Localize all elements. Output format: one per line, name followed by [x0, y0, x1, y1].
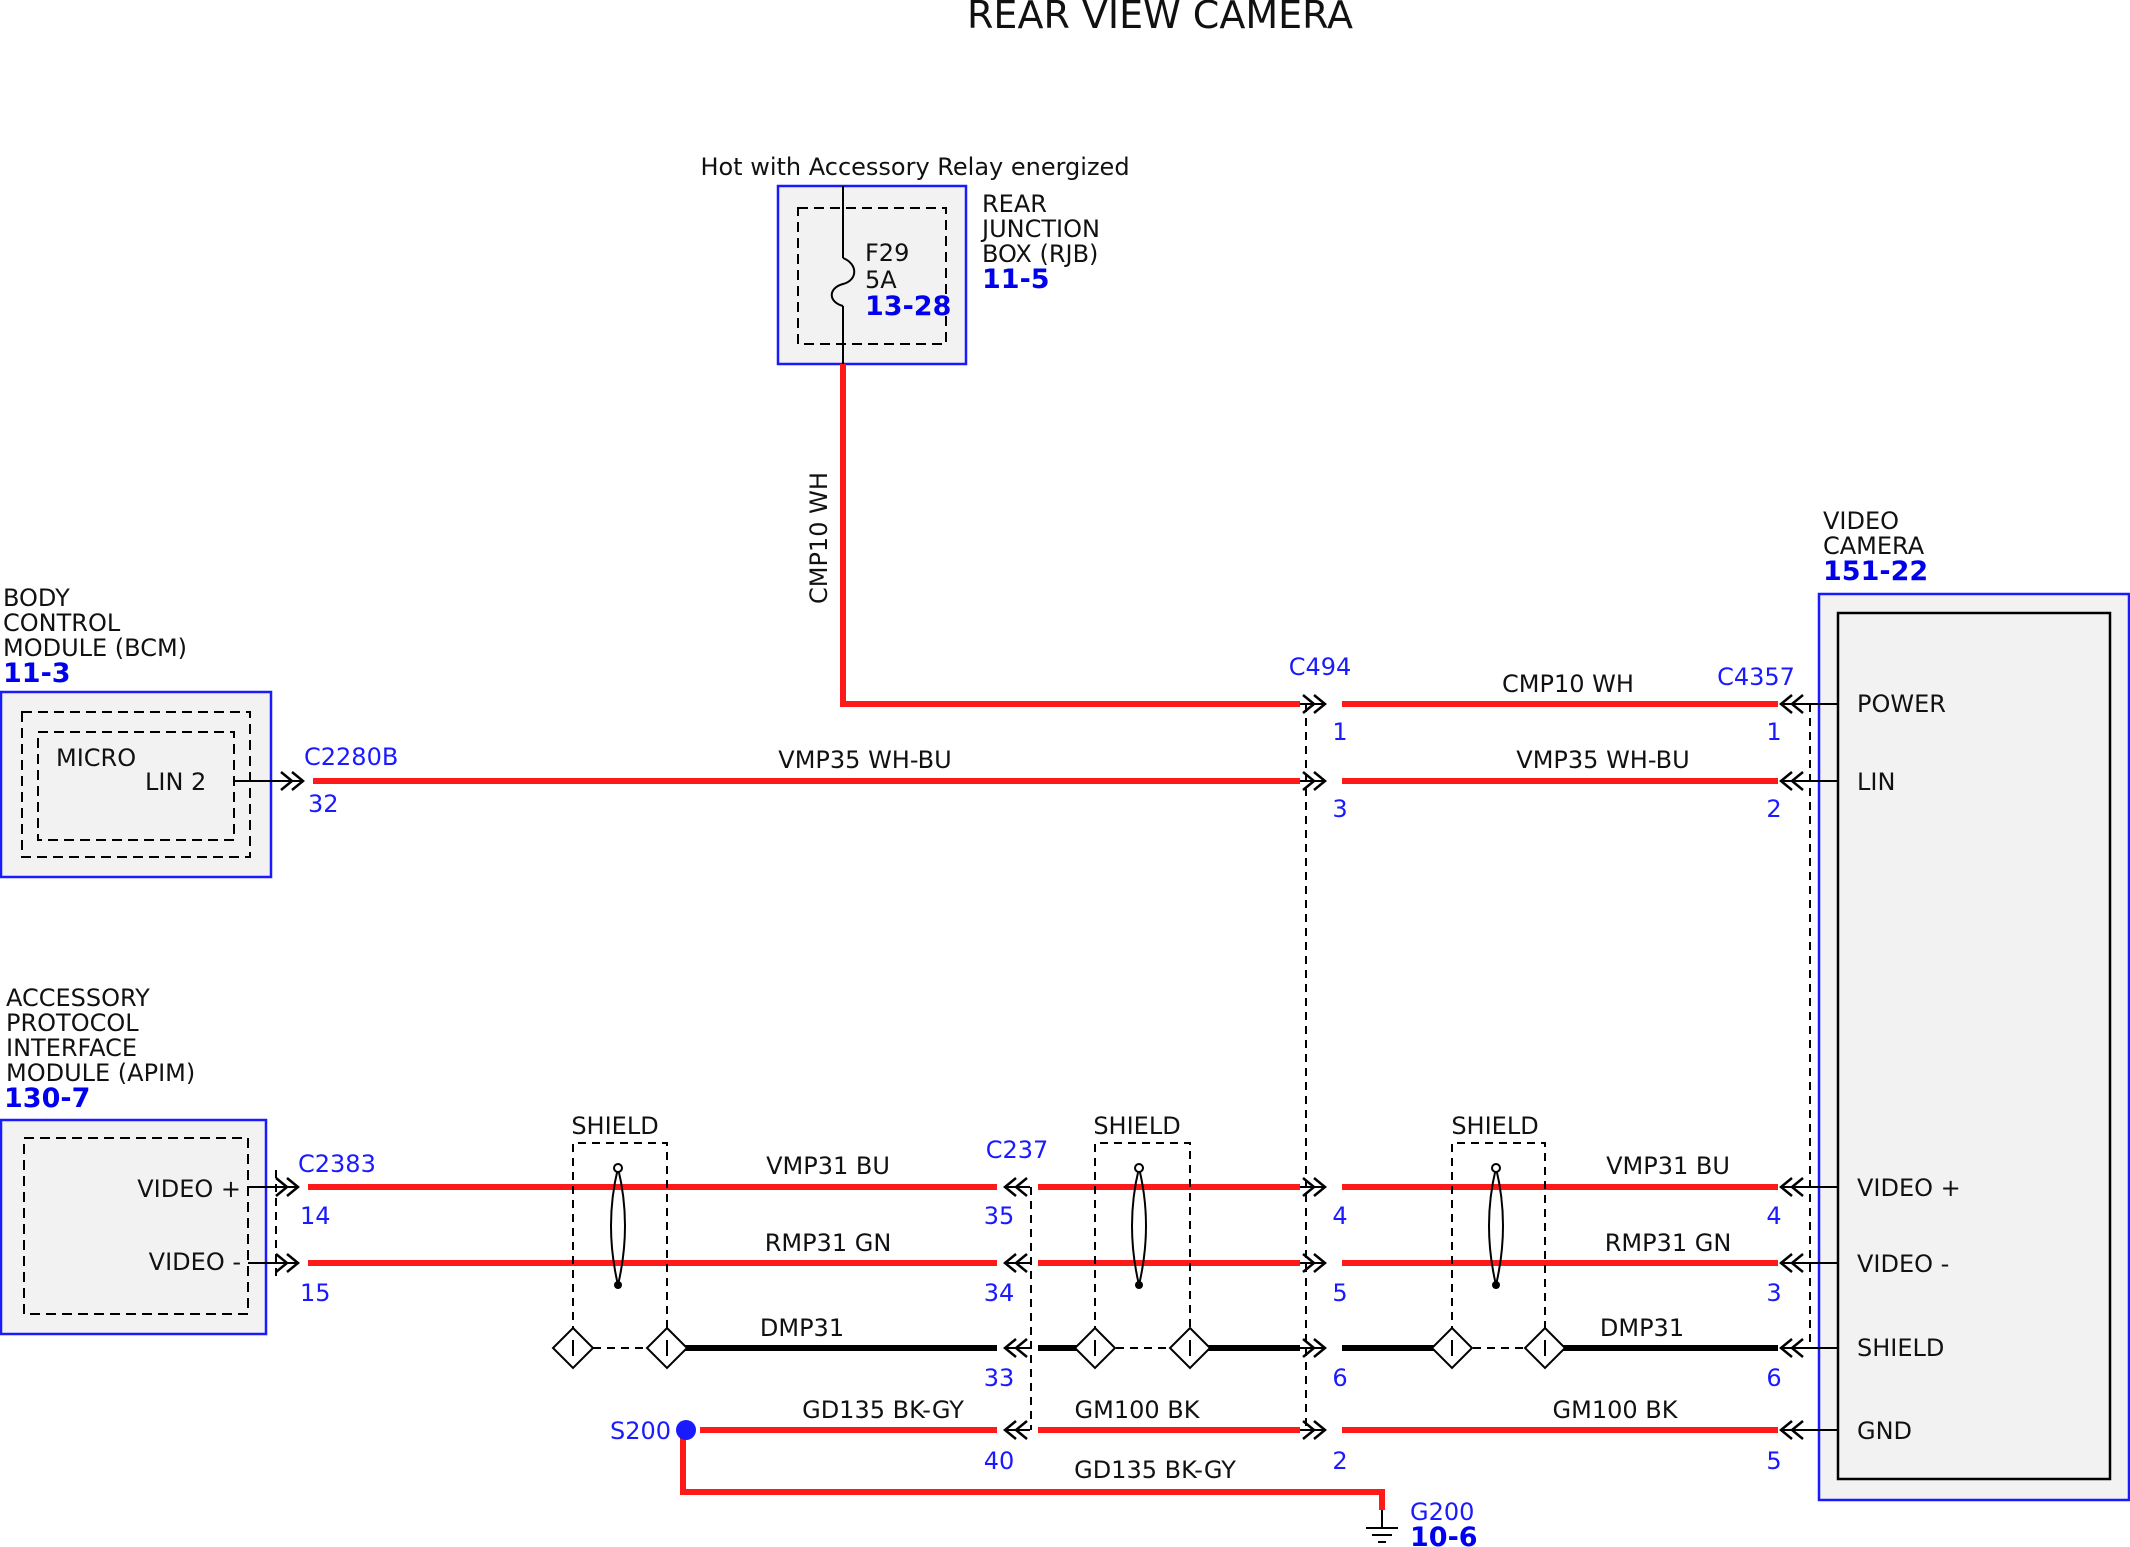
rjb-name-line-2: JUNCTION [980, 215, 1100, 243]
apim-outline [0, 1118, 268, 1336]
camera-pin-label-video-plus: VIDEO + [1857, 1174, 1961, 1202]
connector-glyphs [271, 693, 1808, 1441]
shield-middle-label: SHIELD [1093, 1112, 1180, 1140]
bcm-outer-dashed [21, 711, 251, 858]
wire-label-rmp31-right: RMP31 GN [1605, 1229, 1732, 1257]
camera-pin-number-lin: 2 [1766, 795, 1781, 823]
splice-label: S200 [610, 1417, 671, 1445]
c494-pin-4: 4 [1332, 1202, 1347, 1230]
ground-ref: 10-6 [1410, 1522, 1478, 1547]
bcm-pin-number: 32 [308, 790, 339, 818]
camera-ref: 151-22 [1823, 556, 1928, 587]
rjb-outline [776, 184, 968, 366]
rjb-caption: Hot with Accessory Relay energized [700, 153, 1129, 181]
c494-pin-3: 3 [1332, 795, 1347, 823]
rear-junction-box: Hot with Accessory Relay energized F29 5… [700, 153, 1130, 366]
c237-pin-34: 34 [984, 1279, 1015, 1307]
wire-label-dmp31-left: DMP31 [760, 1314, 844, 1342]
bcm-micro-label: MICRO [56, 744, 136, 772]
c237-connector-name: C237 [986, 1136, 1049, 1164]
wire-gd135-bottom [680, 1430, 1385, 1510]
wire-label-gm100-mid: GM100 BK [1075, 1396, 1201, 1424]
c494-pin-5: 5 [1332, 1279, 1347, 1307]
c237-pin-40: 40 [984, 1447, 1015, 1475]
wire-label-cmp10-vertical: CMP10 WH [805, 472, 833, 604]
video-camera-module: VIDEO CAMERA 151-22 POWER LIN VIDEO + VI… [1800, 507, 2130, 1502]
apim-name-line-4: MODULE (APIM) [6, 1059, 195, 1087]
splice-s200: S200 [610, 1417, 696, 1445]
c494-pin-1: 1 [1332, 718, 1347, 746]
camera-pin-number-video-plus: 4 [1766, 1202, 1781, 1230]
camera-name-line-1: VIDEO [1823, 507, 1899, 535]
c237-pin-33: 33 [984, 1364, 1015, 1392]
wire-label-vmp35-left: VMP35 WH-BU [778, 746, 951, 774]
apim-name-line-2: PROTOCOL [6, 1009, 139, 1037]
wire-label-vmp35-right: VMP35 WH-BU [1516, 746, 1689, 774]
apim-connector-name: C2383 [298, 1150, 376, 1178]
fuse-symbol [830, 257, 856, 307]
camera-connector-name: C4357 [1717, 663, 1795, 691]
camera-pin-label-gnd: GND [1857, 1417, 1912, 1445]
apim-pin-number-video-minus: 15 [300, 1279, 331, 1307]
camera-pin-label-power: POWER [1857, 690, 1946, 718]
wire-label-dmp31-right: DMP31 [1600, 1314, 1684, 1342]
camera-pin-number-gnd: 5 [1766, 1447, 1781, 1475]
wire-label-rmp31-left: RMP31 GN [765, 1229, 892, 1257]
c494-pin-2: 2 [1332, 1447, 1347, 1475]
bcm-ref: 11-3 [3, 658, 71, 689]
rjb-ref: 11-5 [982, 264, 1050, 295]
wire-label-vmp31-left: VMP31 BU [766, 1152, 890, 1180]
fuse-rating: 5A [865, 266, 897, 294]
bcm-name-line-1: BODY [3, 584, 70, 612]
apim-pin-number-video-plus: 14 [300, 1202, 331, 1230]
camera-pin-number-video-minus: 3 [1766, 1279, 1781, 1307]
bcm-pin-label: LIN 2 [145, 768, 206, 796]
shield-left: SHIELD [552, 1112, 688, 1369]
camera-pin-label-lin: LIN [1857, 768, 1895, 796]
camera-pin-number-shield: 6 [1766, 1364, 1781, 1392]
bcm-outline [0, 690, 273, 879]
bcm-connector-name: C2280B [304, 743, 398, 771]
camera-inner-outline [1836, 611, 2112, 1481]
fuse-ref: 13-28 [865, 291, 951, 322]
rjb-name-line-1: REAR [982, 190, 1047, 218]
bcm-micro-box [37, 731, 235, 841]
c237-pin-35: 35 [984, 1202, 1015, 1230]
camera-pin-number-power: 1 [1766, 718, 1781, 746]
c494-connector-name: C494 [1289, 653, 1352, 681]
wire-cmp10-left [840, 364, 1300, 707]
apim-module: ACCESSORY PROTOCOL INTERFACE MODULE (API… [0, 984, 285, 1336]
bcm-name-line-2: CONTROL [3, 609, 121, 637]
shield-left-label: SHIELD [571, 1112, 658, 1140]
wire-label-vmp31-right: VMP31 BU [1606, 1152, 1730, 1180]
shield-middle: SHIELD [1074, 1112, 1211, 1369]
shield-right-label: SHIELD [1451, 1112, 1538, 1140]
shield-right: SHIELD [1431, 1112, 1566, 1369]
splice-dot [676, 1420, 696, 1440]
wire-label-gd135-bottom: GD135 BK-GY [1074, 1456, 1236, 1484]
camera-pin-label-shield: SHIELD [1857, 1334, 1944, 1362]
apim-inner-outline [23, 1137, 249, 1315]
wire-label-gm100-right: GM100 BK [1553, 1396, 1679, 1424]
ground-g200: G200 10-6 [1366, 1498, 1478, 1547]
ground-name: G200 [1410, 1498, 1474, 1526]
apim-name-line-3: INTERFACE [6, 1034, 137, 1062]
camera-name-line-2: CAMERA [1823, 532, 1925, 560]
apim-pin-label-video-plus: VIDEO + [137, 1175, 241, 1203]
apim-ref: 130-7 [4, 1083, 90, 1114]
c494-pin-6: 6 [1332, 1364, 1347, 1392]
apim-name-line-1: ACCESSORY [6, 984, 150, 1012]
rjb-inner-outline [797, 207, 947, 345]
bcm-name-line-3: MODULE (BCM) [3, 634, 187, 662]
wire-label-gd135-top: GD135 BK-GY [802, 1396, 964, 1424]
body-control-module: BODY CONTROL MODULE (BCM) 11-3 MICRO LIN… [0, 584, 290, 879]
wire-label-cmp10-right: CMP10 WH [1502, 670, 1634, 698]
fuse-name: F29 [865, 239, 909, 267]
apim-pin-label-video-minus: VIDEO - [149, 1248, 241, 1276]
camera-pin-label-video-minus: VIDEO - [1857, 1250, 1949, 1278]
rjb-name-line-3: BOX (RJB) [982, 240, 1098, 268]
page-title: REAR VIEW CAMERA [967, 0, 1353, 37]
